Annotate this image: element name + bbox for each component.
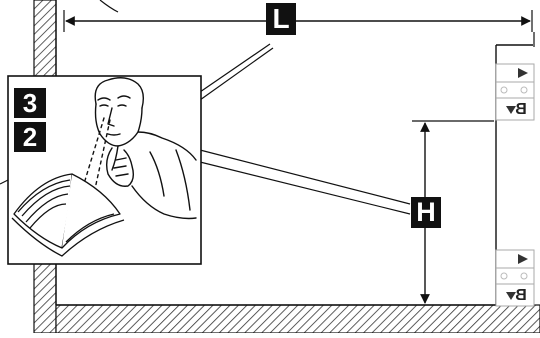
sheet-marker-bottom-hole-icon: [500, 272, 508, 280]
open-book-illustration: [11, 173, 125, 257]
sheet-marker-top-letter: B: [515, 101, 527, 118]
sheet-marker-top-down-arrow-icon: [506, 106, 516, 114]
callout-lines: [0, 0, 411, 215]
sheet-marker-top-arrow-icon: [518, 68, 528, 78]
height-label-H: H: [411, 197, 441, 228]
step-number-2: 2: [14, 122, 46, 152]
sheet-marker-bottom-letter: B: [515, 287, 527, 304]
width-label-L: L: [266, 3, 296, 35]
sheet-marker-top: [495, 63, 535, 121]
step-number-3: 3: [14, 88, 46, 118]
sheet-marker-bottom-arrow-icon: [518, 254, 528, 264]
floor: [55, 304, 540, 334]
sheet-marker-bottom-down-arrow-icon: [506, 292, 516, 300]
sheet-marker-top-hole-icon: [500, 86, 508, 94]
sheet-marker-bottom: [495, 249, 535, 307]
